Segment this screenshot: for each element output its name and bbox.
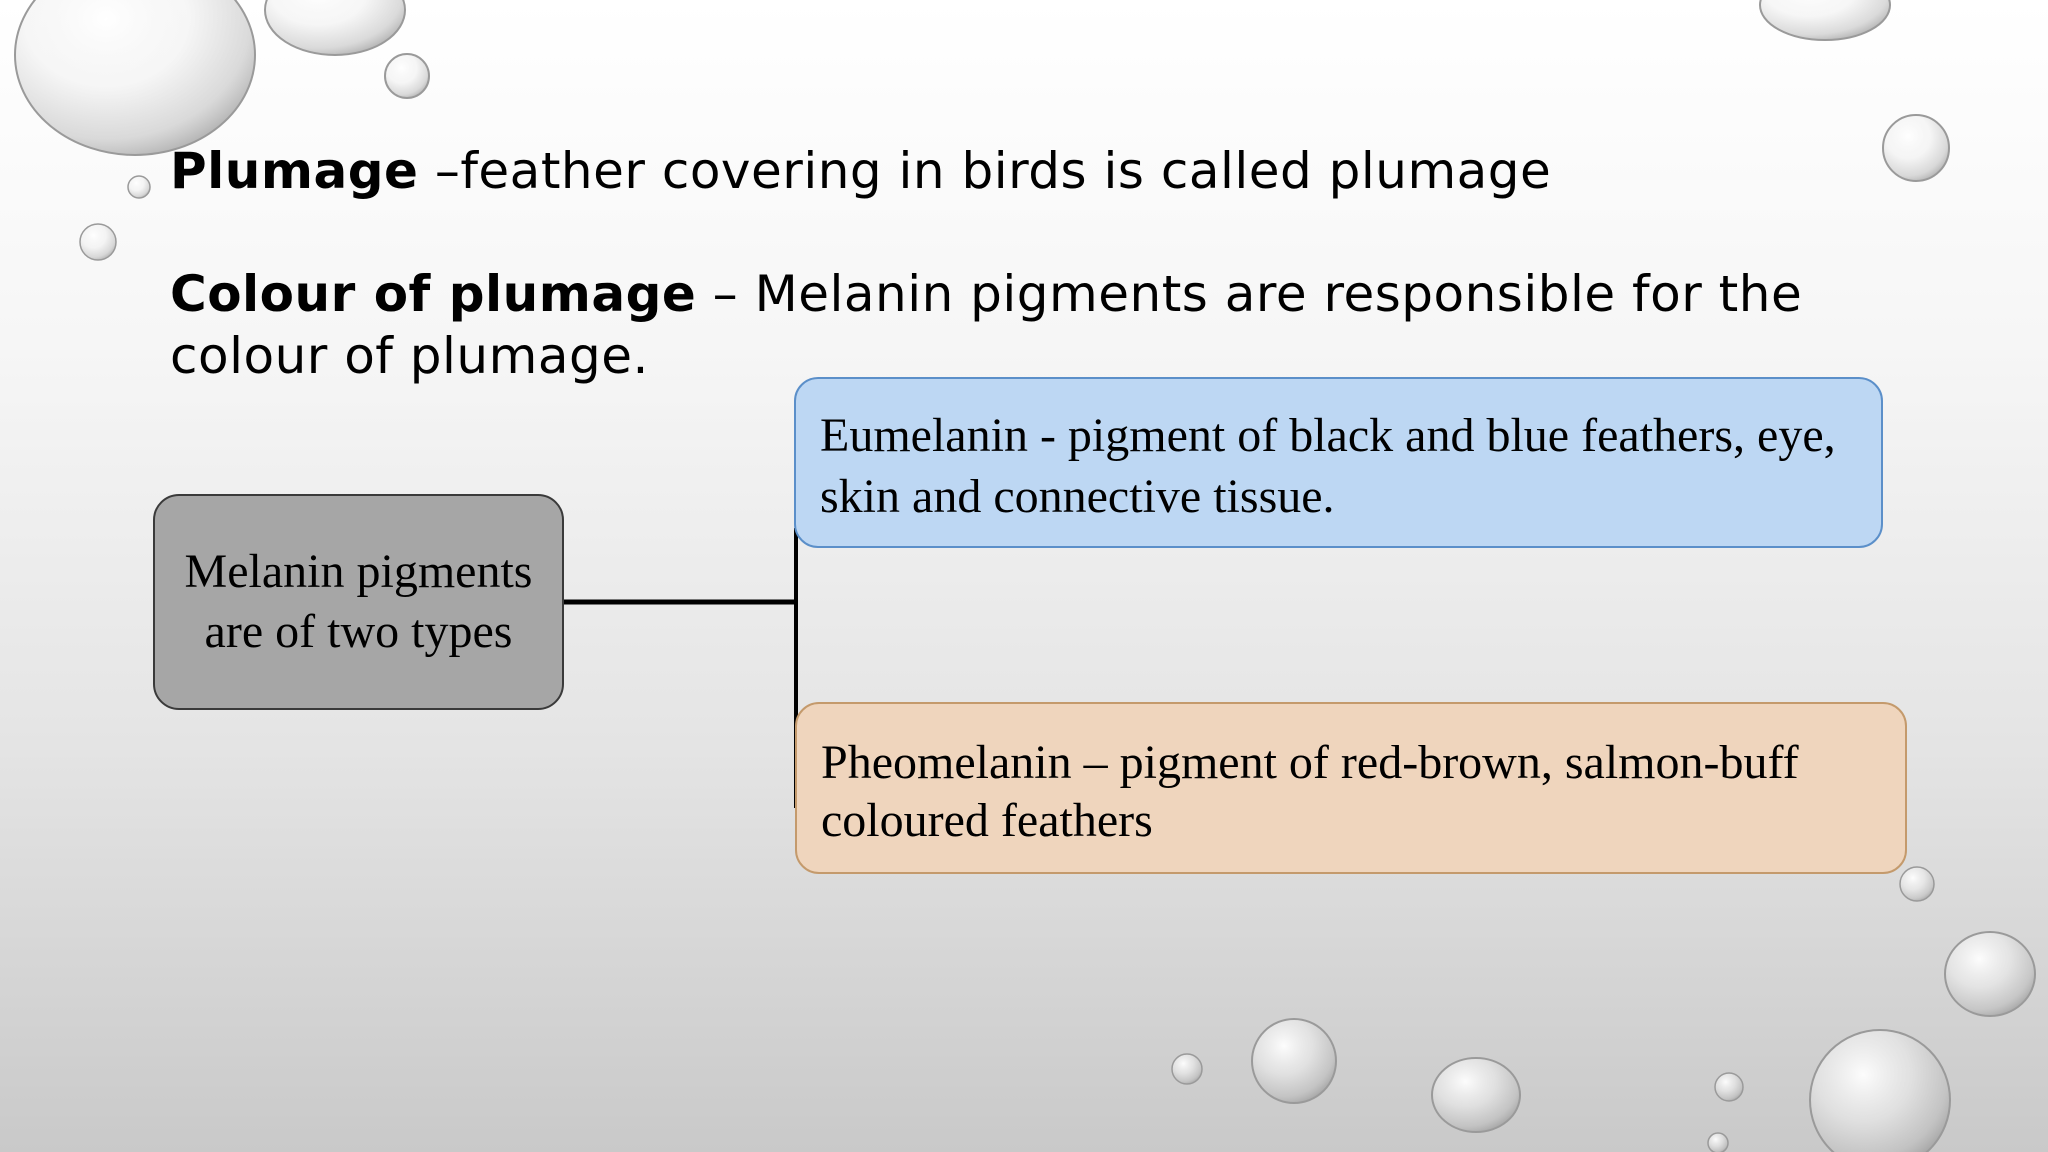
drop-shape	[264, 0, 406, 56]
pheomelanin-box: Pheomelanin – pigment of red-brown, salm…	[795, 702, 1907, 874]
drop-shape	[1714, 1072, 1744, 1102]
drop-shape	[1171, 1053, 1203, 1085]
drop-shape	[1944, 931, 2036, 1017]
drop-shape	[127, 175, 151, 199]
plumage-term: Plumage	[170, 142, 419, 200]
drop-shape	[14, 0, 256, 156]
drop-shape	[1809, 1029, 1951, 1152]
drop-shape	[1707, 1132, 1729, 1152]
colour-definition-continued: colour of plumage.	[170, 327, 649, 385]
colour-definition-text: – Melanin pigments are responsible for t…	[696, 265, 1803, 323]
colour-definition: Colour of plumage – Melanin pigments are…	[170, 263, 1802, 325]
plumage-definition: Plumage –feather covering in birds is ca…	[170, 140, 1551, 202]
drop-shape	[384, 53, 430, 99]
plumage-definition-text: –feather covering in birds is called plu…	[418, 142, 1552, 200]
drop-shape	[1882, 114, 1950, 182]
melanin-types-box: Melanin pigments are of two types	[153, 494, 564, 710]
eumelanin-box: Eumelanin - pigment of black and blue fe…	[794, 377, 1883, 548]
melanin-types-label: Melanin pigments are of two types	[184, 545, 533, 658]
drop-shape	[1431, 1057, 1521, 1133]
drop-shape	[1759, 0, 1891, 41]
pheomelanin-label: Pheomelanin – pigment of red-brown, salm…	[821, 736, 1799, 847]
drop-shape	[1251, 1018, 1337, 1104]
colour-term: Colour of plumage	[170, 265, 697, 323]
drop-shape	[1899, 866, 1935, 902]
eumelanin-label: Eumelanin - pigment of black and blue fe…	[820, 409, 1836, 523]
drop-shape	[79, 223, 117, 261]
